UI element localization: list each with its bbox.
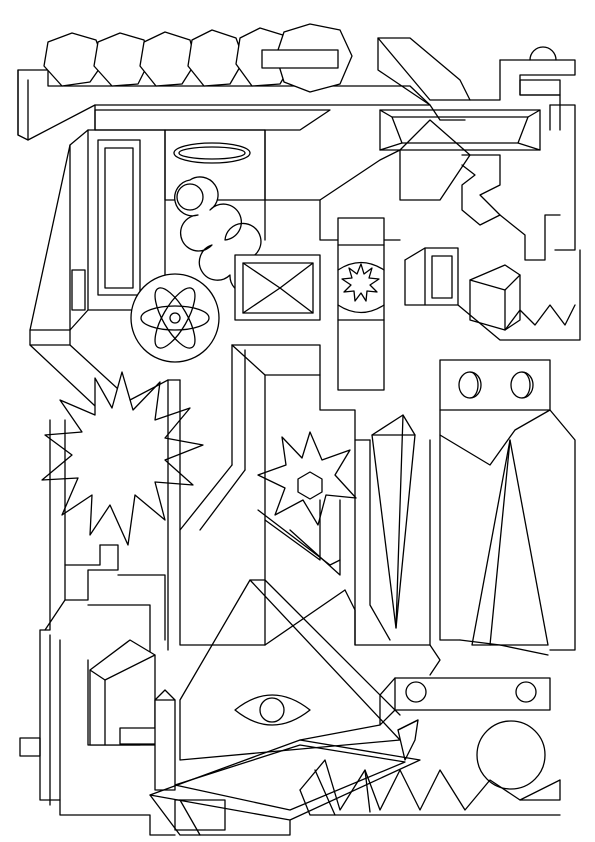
lower-planks	[89, 639, 176, 791]
halo-ellipse	[173, 142, 251, 164]
atom-icon	[130, 273, 220, 363]
eye-wedge	[179, 579, 401, 761]
rivet-bar	[379, 677, 551, 726]
connectors	[129, 379, 549, 741]
right-cubes	[404, 154, 581, 341]
spike-left	[371, 414, 416, 629]
hex-star	[257, 431, 357, 526]
starburst-large	[41, 371, 204, 546]
bottom-slab	[149, 739, 421, 836]
circle-orb	[476, 720, 546, 790]
central-column	[264, 109, 541, 241]
spike-right	[429, 409, 551, 646]
sun-totem	[337, 217, 385, 391]
diamond-drop	[397, 719, 419, 761]
eyes-panel	[439, 359, 551, 411]
top-right-steps	[377, 37, 576, 251]
zigzag-teeth	[299, 759, 561, 816]
hexagon-chain	[43, 23, 353, 93]
middle-structure	[167, 344, 371, 651]
left-slab	[29, 144, 131, 421]
frame-box	[234, 254, 321, 321]
